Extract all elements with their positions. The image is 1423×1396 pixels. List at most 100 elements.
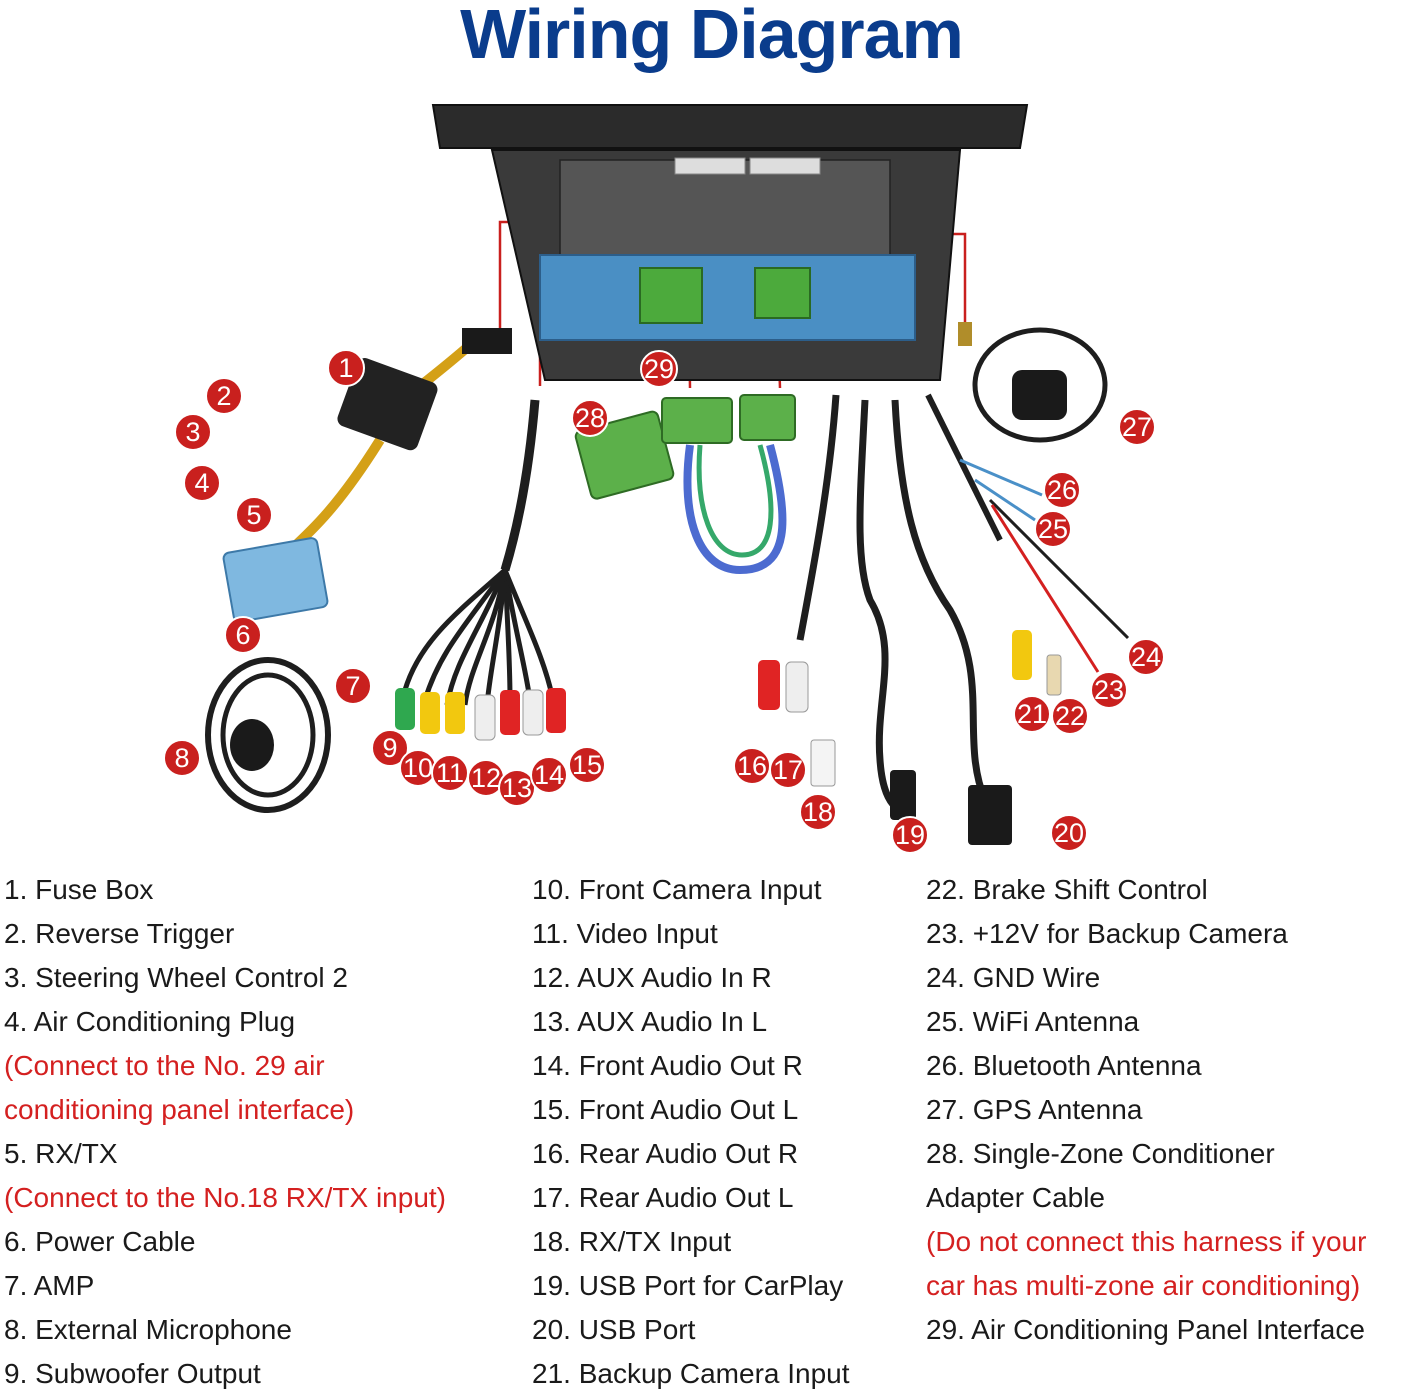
fuse-box <box>337 358 438 451</box>
number-badge-2: 2 <box>205 377 243 415</box>
number-badge-label: 7 <box>345 671 360 701</box>
number-badge-circle <box>1050 814 1088 852</box>
head-unit-socket-right <box>754 267 811 319</box>
usb-port-cable <box>891 399 1012 845</box>
rear-audio-cable <box>758 394 840 787</box>
number-badge-circle <box>1127 638 1165 676</box>
gps-puck <box>1012 370 1067 420</box>
number-badge-6: 6 <box>224 616 262 654</box>
rca-plug-yellow-2 <box>445 692 465 734</box>
number-badge-label: 24 <box>1131 642 1161 672</box>
head-unit-heatsink <box>559 159 891 256</box>
usb-port-plug <box>968 785 1012 845</box>
legend-item: 15. Front Audio Out L <box>532 1094 799 1125</box>
legend-item: 21. Backup Camera Input <box>532 1358 850 1389</box>
legend-item: 4. Air Conditioning Plug <box>4 1006 296 1037</box>
legend-note: car has multi-zone air conditioning) <box>926 1270 1361 1301</box>
number-badge-label: 19 <box>895 820 925 850</box>
legend-note: (Connect to the No.18 RX/TX input) <box>4 1182 446 1213</box>
number-badge-label: 15 <box>572 750 602 780</box>
adapter-connector-right <box>739 394 796 441</box>
number-badge-24: 24 <box>1127 638 1165 676</box>
number-badge-14: 14 <box>530 756 568 794</box>
number-badge-circle <box>235 496 273 534</box>
number-badge-25: 25 <box>1034 510 1072 548</box>
number-badge-26: 26 <box>1043 471 1081 509</box>
legend-item: Adapter Cable <box>926 1182 1106 1213</box>
gps-antenna <box>958 322 1108 443</box>
rca-cable-11 <box>444 569 508 706</box>
legend-note: (Do not connect this harness if your <box>926 1226 1367 1257</box>
number-badge-circle <box>891 816 929 854</box>
rca-plug-red-2 <box>546 688 566 733</box>
legend-item: 20. USB Port <box>532 1314 696 1345</box>
number-badge-18: 18 <box>799 793 837 831</box>
number-badge-8: 8 <box>163 739 201 777</box>
brake-shift-plug <box>1046 654 1062 696</box>
number-badge-label: 28 <box>575 403 605 433</box>
number-badge-label: 2 <box>216 381 231 411</box>
wire-wifi <box>974 478 1036 522</box>
number-badge-3: 3 <box>174 413 212 451</box>
number-badge-4: 4 <box>183 464 221 502</box>
usb-port-coil <box>891 399 989 802</box>
legend-item: 3. Steering Wheel Control 2 <box>4 962 348 993</box>
rca-plug-rear-white <box>785 661 809 713</box>
number-badge-circle <box>568 746 606 784</box>
number-badge-circle <box>205 377 243 415</box>
rxtx-input-plug <box>810 739 836 787</box>
number-badge-label: 11 <box>436 758 464 788</box>
number-badge-circle <box>224 616 262 654</box>
number-badge-label: 8 <box>174 743 189 773</box>
microphone-coil-outer <box>205 657 331 813</box>
number-badge-circle <box>371 729 409 767</box>
legend-item: 8. External Microphone <box>4 1314 292 1345</box>
legend-item: 23. +12V for Backup Camera <box>926 918 1288 949</box>
rca-trunk-cable <box>500 399 540 572</box>
adapter-wire-loop <box>683 443 787 575</box>
rca-plug-rear-red <box>758 660 780 710</box>
number-badge-11: 11 <box>431 754 469 792</box>
legend-item: 17. Rear Audio Out L <box>532 1182 794 1213</box>
usb-carplay-coil <box>856 399 902 814</box>
number-badge-7: 7 <box>334 667 372 705</box>
number-badge-label: 26 <box>1047 475 1077 505</box>
legend-item: 25. WiFi Antenna <box>926 1006 1140 1037</box>
number-badge-label: 21 <box>1017 699 1047 729</box>
number-badge-15: 15 <box>568 746 606 784</box>
gps-connector <box>958 322 972 346</box>
rca-plug-backup-yellow <box>1012 630 1032 680</box>
rca-cable-9 <box>402 568 507 691</box>
legend-item: 28. Single-Zone Conditioner <box>926 1138 1275 1169</box>
usb-carplay-cable <box>856 399 916 820</box>
number-badge-29: 29 <box>640 350 678 388</box>
legend-item: 1. Fuse Box <box>4 874 154 905</box>
number-badge-circle <box>183 464 221 502</box>
legend-item: 29. Air Conditioning Panel Interface <box>926 1314 1365 1345</box>
number-badge-label: 25 <box>1038 514 1068 544</box>
rca-harness <box>395 399 566 741</box>
number-badge-label: 14 <box>534 760 564 790</box>
number-badge-20: 20 <box>1050 814 1088 852</box>
number-badge-label: 17 <box>773 755 803 785</box>
number-badge-label: 10 <box>403 753 433 783</box>
legend-item: 18. RX/TX Input <box>532 1226 732 1257</box>
legend-item: 10. Front Camera Input <box>532 874 822 905</box>
legend-item: 19. USB Port for CarPlay <box>532 1270 844 1301</box>
number-badge-label: 16 <box>737 751 767 781</box>
number-badge-circle <box>1118 408 1156 446</box>
rca-cable-16 <box>502 569 556 701</box>
antenna-harness <box>925 393 1130 696</box>
number-badge-12: 12 <box>467 759 505 797</box>
rca-plug-yellow-1 <box>420 692 440 734</box>
number-badge-23: 23 <box>1090 671 1128 709</box>
number-badge-circle <box>327 349 365 387</box>
number-badge-19: 19 <box>891 816 929 854</box>
wire-gnd <box>988 498 1130 640</box>
legend-note: conditioning panel interface) <box>4 1094 355 1125</box>
legend-item: 9. Subwoofer Output <box>4 1358 261 1389</box>
rca-cable-10 <box>422 568 508 701</box>
